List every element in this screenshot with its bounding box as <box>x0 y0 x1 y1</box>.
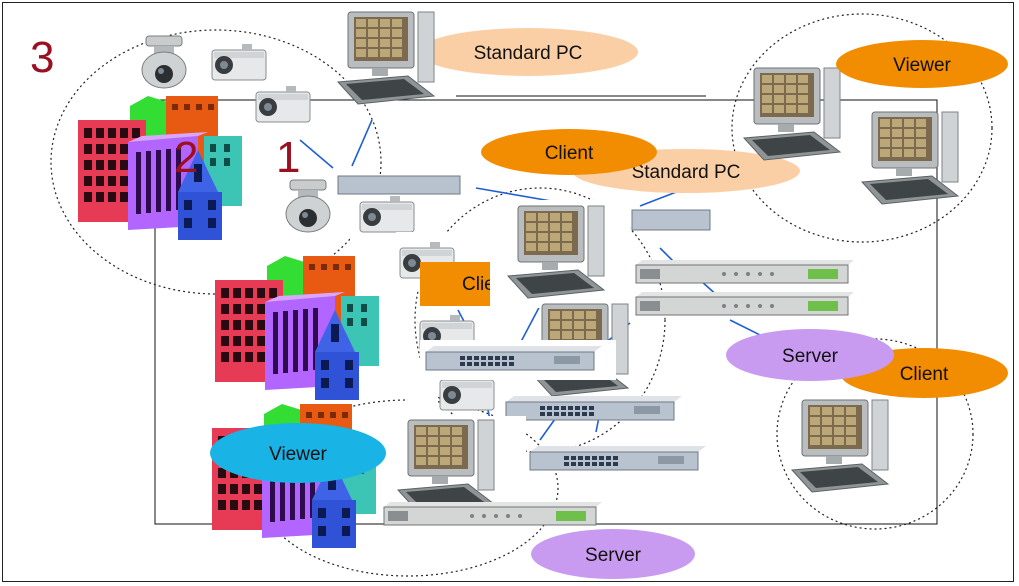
viewer-bubble-bottom-left <box>210 423 386 483</box>
standard-pc-bubble-top <box>418 28 638 76</box>
computer-workstation-icon-client-right <box>791 399 889 493</box>
layer-number-2: 2 <box>174 133 198 182</box>
zone-viewer-top-outline <box>731 13 993 243</box>
network-switch-icon-main <box>425 345 603 371</box>
server-bubble-right <box>726 329 894 381</box>
server-label-right: Server <box>782 346 839 367</box>
zone-viewer-bottom-outline <box>257 399 559 577</box>
computer-workstation-icon-bottom <box>397 419 495 513</box>
layer-number-1: 1 <box>276 133 300 182</box>
client-label-right: Client <box>900 364 949 385</box>
computer-workstation-icon-center <box>507 205 605 299</box>
box-camera-icon-mid <box>255 85 311 123</box>
server-bubble-bottom <box>531 529 695 579</box>
city-buildings-icon-middle <box>215 256 379 400</box>
computer-workstation-icon-viewer-1 <box>743 67 841 161</box>
network-switch-icon-secondary <box>505 395 683 421</box>
dome-camera-icon-center <box>285 179 331 233</box>
rack-server-icon-bottom <box>383 501 603 526</box>
client-label-partial: Clie <box>462 274 495 295</box>
standard-pc-label-middle: Standard PC <box>632 162 741 183</box>
computer-workstation-icon-top <box>337 11 435 105</box>
rack-server-icon-1 <box>635 259 855 284</box>
server-label-bottom: Server <box>585 545 642 566</box>
client-label-top: Client <box>545 143 594 164</box>
zone-3-outline <box>50 29 382 295</box>
city-buildings-icon-top <box>78 96 242 240</box>
box-camera-icon-top <box>211 43 267 81</box>
standard-pc-label-top: Standard PC <box>474 43 583 64</box>
viewer-label-top-right: Viewer <box>893 55 951 76</box>
viewer-bubble-top-right <box>836 40 1008 88</box>
rack-server-icon-2 <box>635 291 855 316</box>
network-switch-icon-lower <box>529 445 707 471</box>
computer-workstation-icon-viewer-2 <box>861 111 959 205</box>
zone-client-right-outline <box>776 338 974 530</box>
client-bubble-top <box>481 129 657 175</box>
layer-number-3: 3 <box>30 33 54 82</box>
viewer-label-bottom-left: Viewer <box>269 444 327 465</box>
dome-camera-icon-top <box>141 35 187 89</box>
